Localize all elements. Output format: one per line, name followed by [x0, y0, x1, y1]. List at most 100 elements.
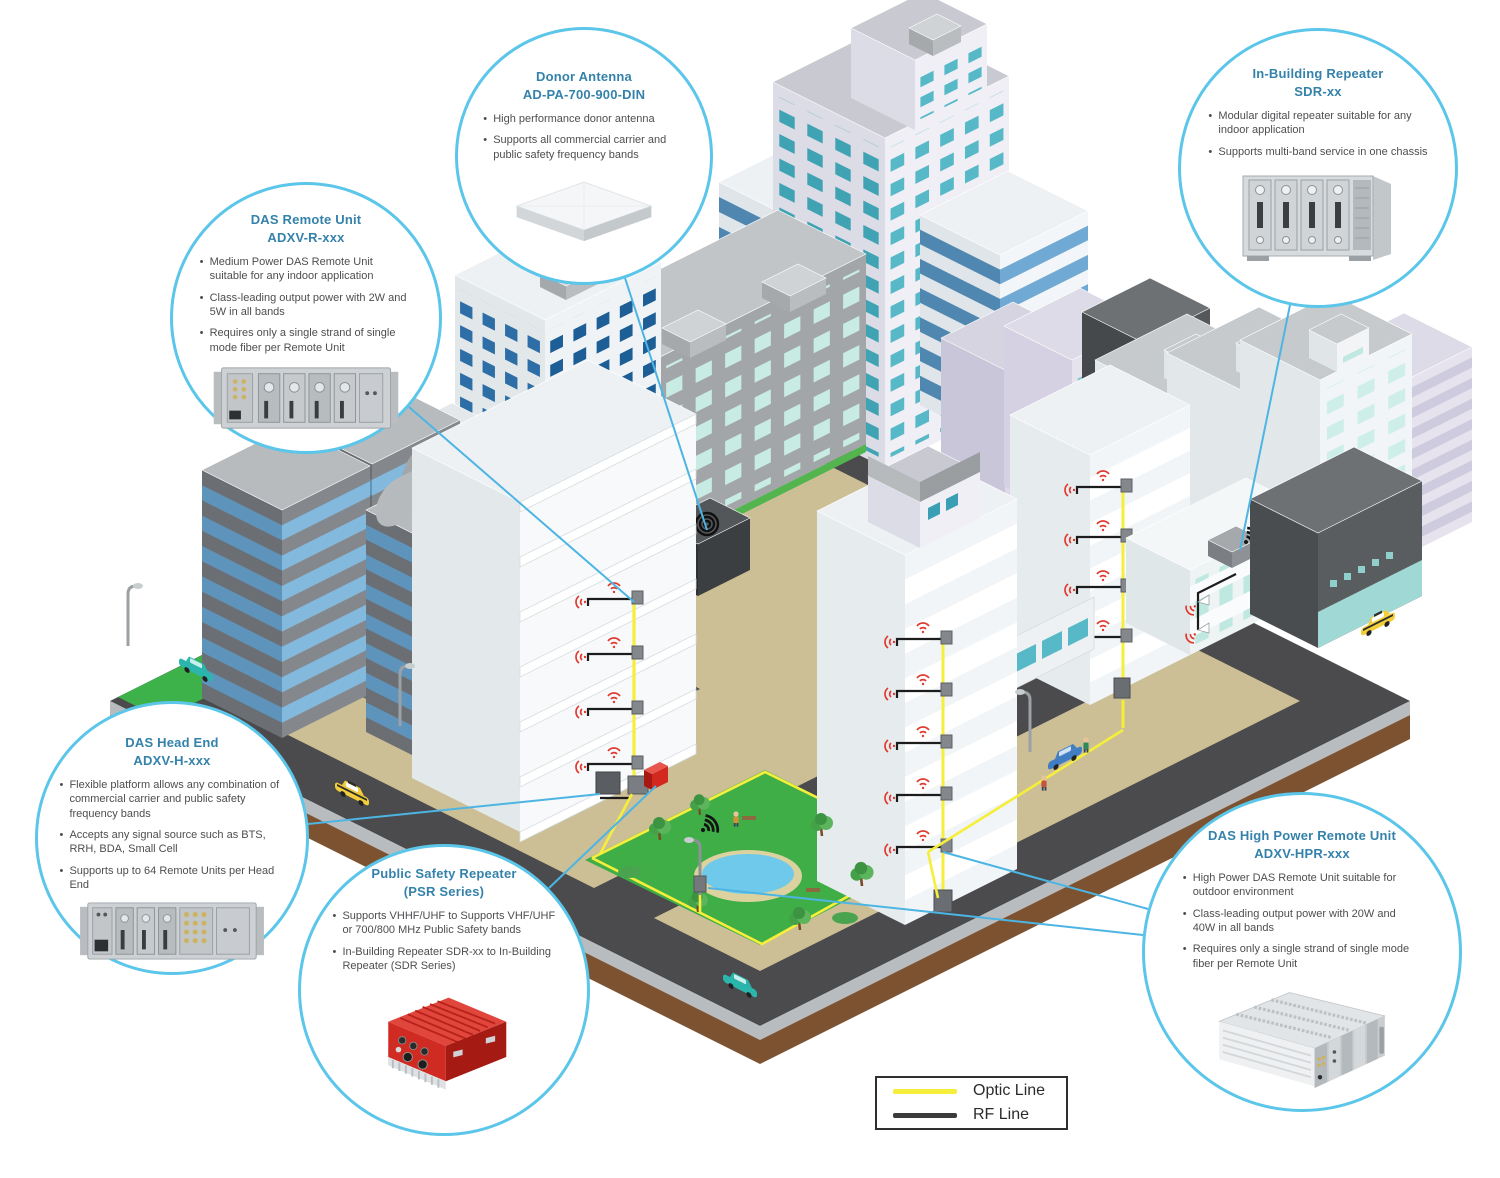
optic-line	[927, 728, 1124, 854]
product-name: Public Safety Repeater	[371, 866, 517, 881]
feature-item: In-Building Repeater SDR-xx to In-Buildi…	[332, 945, 555, 974]
product-name: DAS Head End	[125, 735, 219, 750]
legend-row-rf: RF Line	[877, 1106, 1066, 1124]
callout-title: DAS High Power Remote Unit ADXV-HPR-xxx	[1208, 827, 1396, 862]
feature-item: High performance donor antenna	[483, 112, 685, 127]
feature-item: Class-leading output power with 2W and 5…	[200, 291, 413, 320]
leader-line-high-power-to-pole	[707, 887, 1144, 936]
product-model: ADXV-H-xxx	[133, 752, 211, 768]
callout-das-remote-unit: DAS Remote Unit ADXV-R-xxx Medium Power …	[170, 182, 442, 454]
feature-item: Flexible platform allows any combination…	[59, 778, 284, 821]
optic-line-swatch	[893, 1088, 957, 1094]
leader-line-donor	[624, 277, 708, 531]
rf-signal-arcs-icon	[575, 650, 587, 664]
rf-signal-arcs-icon	[1064, 583, 1076, 597]
feature-list: Modular digital repeater suitable for an…	[1208, 109, 1427, 166]
rf-signal-arcs-icon	[884, 739, 896, 753]
park-details	[618, 794, 874, 931]
product-model: SDR-xx	[1294, 83, 1342, 99]
feature-item: Supports up to 64 Remote Units per Head …	[59, 864, 284, 893]
public-safety-repeater-product-image	[388, 997, 507, 1090]
product-name: DAS Remote Unit	[250, 212, 362, 227]
rf-signal-arcs-icon	[575, 760, 587, 774]
rf-signal-arcs-icon	[607, 747, 621, 759]
taxi	[1361, 609, 1395, 636]
product-name: Donor Antenna	[535, 69, 632, 84]
taxi	[335, 780, 369, 806]
rf-line-label: RF Line	[973, 1106, 1030, 1123]
feature-item: Class-leading output power with 20W and …	[1183, 907, 1422, 936]
feature-item: Requires only a single strand of single …	[200, 326, 413, 355]
feature-item: Supports multi-band service in one chass…	[1208, 145, 1427, 160]
rf-signal-arcs-icon	[575, 705, 587, 719]
rf-signal-arcs-icon	[916, 622, 930, 634]
rf-signal-arcs-icon	[575, 595, 587, 609]
feature-item: Accepts any signal source such as BTS, R…	[59, 828, 284, 857]
rf-signal-arcs-icon	[884, 843, 896, 857]
product-model: ADXV-R-xxx	[267, 229, 345, 245]
callout-public-safety-repeater: Public Safety Repeater (PSR Series) Supp…	[298, 844, 590, 1136]
leader-line-das-head-end	[307, 793, 601, 825]
product-model: ADXV-HPR-xxx	[1254, 845, 1350, 861]
rf-signal-arcs-icon	[884, 635, 896, 649]
das-high-power-remote-product-image	[1217, 992, 1387, 1088]
feature-list: High performance donor antenna Supports …	[483, 112, 685, 169]
leader-line-public-safety-repeater	[548, 785, 657, 889]
feature-item: Medium Power DAS Remote Unit suitable fo…	[200, 255, 413, 284]
callout-title: DAS Remote Unit ADXV-R-xxx	[251, 211, 362, 246]
rf-signal-arcs-icon	[1096, 470, 1110, 482]
rf-signal-arcs-icon	[916, 830, 930, 842]
rf-signal-arcs-icon	[1096, 520, 1110, 532]
legend-row-optic: Optic Line	[877, 1082, 1066, 1100]
callout-title: In-Building Repeater SDR-xx	[1252, 65, 1383, 100]
rf-signal-arcs-icon	[916, 726, 930, 738]
feature-item: Modular digital repeater suitable for an…	[1208, 109, 1427, 138]
cutaway-tower-a	[816, 445, 1018, 925]
product-name: DAS High Power Remote Unit	[1208, 828, 1396, 843]
feature-list: High Power DAS Remote Unit suitable for …	[1183, 871, 1422, 978]
rf-signal-arcs-icon	[916, 778, 930, 790]
das-head-end-product-image	[80, 902, 264, 960]
street-props	[126, 583, 1395, 998]
callout-das-head-end: DAS Head End ADXV-H-xxx Flexible platfor…	[35, 701, 309, 975]
leader-line-in-building-repeater	[1239, 304, 1291, 551]
callout-title: Public Safety Repeater (PSR Series)	[371, 865, 516, 900]
das-remote-unit-product-image	[213, 367, 399, 429]
feature-item: Supports all commercial carrier and publ…	[483, 133, 685, 162]
rf-signal-arcs-icon	[607, 692, 621, 704]
leader-line-das-remote-unit	[408, 406, 635, 603]
car	[723, 972, 757, 998]
rf-signal-arcs-icon	[884, 687, 896, 701]
skybridge	[1007, 596, 1095, 693]
product-model: AD-PA-700-900-DIN	[522, 86, 646, 102]
feature-list: Flexible platform allows any combination…	[59, 778, 284, 899]
rf-signal-arcs-icon	[607, 582, 621, 594]
legend: Optic Line RF Line	[875, 1076, 1068, 1130]
rf-line	[1196, 573, 1237, 630]
feature-item: Requires only a single strand of single …	[1183, 942, 1422, 971]
donor-antenna-product-image	[515, 181, 653, 242]
callout-title: DAS Head End ADXV-H-xxx	[125, 734, 218, 769]
rf-line-swatch	[893, 1112, 957, 1118]
feature-item: High Power DAS Remote Unit suitable for …	[1183, 871, 1422, 900]
rf-signal-arcs-icon	[1185, 633, 1196, 644]
rf-signal-arcs-icon	[1185, 605, 1196, 616]
rf-signal-arcs-icon	[1064, 483, 1076, 497]
leader-line-high-power-to-tower	[942, 851, 1149, 910]
optic-line	[926, 851, 940, 899]
rf-signal-arcs-icon	[916, 674, 930, 686]
callout-in-building-repeater: In-Building Repeater SDR-xx Modular digi…	[1178, 28, 1458, 308]
antenna-signal-icon	[700, 814, 720, 833]
rf-signal-arcs-icon	[1096, 620, 1110, 632]
product-model: (PSR Series)	[403, 883, 485, 899]
feature-list: Medium Power DAS Remote Unit suitable fo…	[200, 255, 413, 362]
product-name: In-Building Repeater	[1252, 66, 1384, 81]
in-building-repeater-product-image	[1242, 175, 1391, 261]
callout-das-high-power-remote-unit: DAS High Power Remote Unit ADXV-HPR-xxx …	[1142, 792, 1462, 1112]
optic-line-label: Optic Line	[973, 1082, 1046, 1099]
rf-signal-arcs-icon	[1096, 570, 1110, 582]
rf-signal-arcs-icon	[607, 637, 621, 649]
feature-list: Supports VHHF/UHF to Supports VHF/UHF or…	[332, 909, 555, 980]
